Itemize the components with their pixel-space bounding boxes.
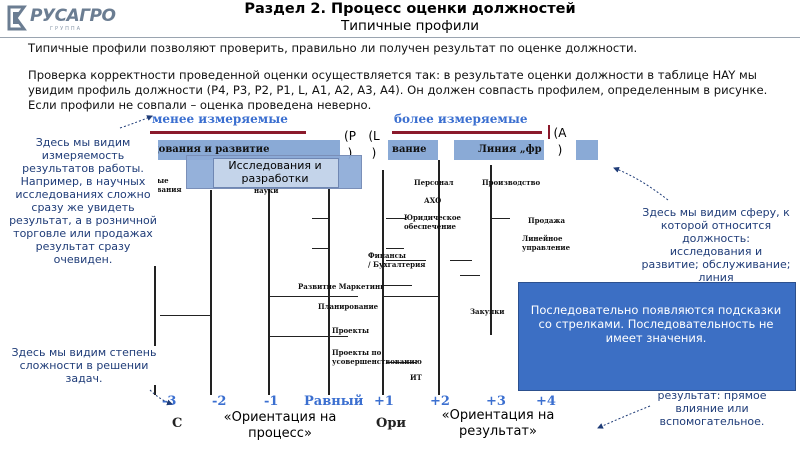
logo: РУСАГРО ГРУППА — [2, 2, 116, 36]
left-note-measurability: Здесь мы видим измеряемость результатов … — [8, 136, 158, 266]
axis-label-plus4: +4 — [536, 394, 556, 409]
tick — [386, 260, 426, 261]
tick — [312, 248, 330, 249]
label-personnel: Персонал — [414, 178, 454, 187]
research-tooltip: Исследования и разработки — [186, 155, 362, 189]
arrow-to-sphere — [613, 166, 669, 201]
more-measurable-bar — [392, 131, 542, 134]
label-planning: Планирование — [318, 302, 379, 311]
line-band — [454, 140, 544, 160]
vertical-guide — [382, 170, 384, 395]
right-note-result: результат: прямое влияние или вспомогате… — [638, 389, 786, 428]
label-science: науки — [254, 186, 279, 195]
vertical-guide — [210, 190, 212, 395]
tick — [386, 248, 404, 249]
label-production: Производство — [482, 178, 541, 187]
orientation-process-label: «Ориентация на процесс» — [206, 410, 354, 442]
axis-label-plus2: +2 — [430, 394, 450, 409]
axis-label-plus1: +1 — [374, 394, 394, 409]
axis-label-minus2: -2 — [212, 394, 227, 409]
logo-subtext: ГРУППА — [50, 26, 83, 32]
logo-text: РУСАГРО — [30, 6, 116, 26]
label-projects: Проекты — [332, 326, 370, 335]
rusagro-logo-icon — [7, 5, 27, 31]
tick — [160, 315, 210, 316]
service-band — [388, 140, 438, 160]
right-note-sphere: Здесь мы видим сферу, к которой относитс… — [640, 206, 792, 284]
header-divider — [0, 37, 800, 38]
vertical-guide — [154, 165, 156, 395]
orientation-result-label: «Ориентация на результат» — [426, 408, 570, 440]
band-end-block — [576, 140, 598, 160]
profile-l-marker: (L ) — [368, 129, 380, 160]
label-it: ИТ — [410, 373, 422, 382]
bar-end-marker — [548, 125, 550, 139]
vertical-guide — [328, 170, 330, 395]
vertical-guide — [268, 170, 270, 395]
research-band-label: дования и развитие — [152, 144, 270, 155]
axis-label-equal: Равный — [304, 394, 364, 409]
research-tooltip-text: Исследования и разработки — [228, 159, 322, 185]
label-sales: Продажа — [528, 216, 565, 225]
axis-label-plus3: +3 — [486, 394, 506, 409]
axis-label-minus1: -1 — [264, 394, 279, 409]
vertical-guide — [490, 165, 492, 335]
page-subtitle: Типичные профили — [340, 18, 480, 34]
intro-paragraph-1: Типичные профили позволяют проверить, пр… — [28, 41, 638, 55]
label-legal: Юридическое обеспечение — [404, 213, 461, 231]
left-note-complexity: Здесь мы видим степень сложности в решен… — [10, 346, 158, 385]
label-bank: ные ования — [152, 176, 182, 194]
tick — [312, 218, 328, 219]
service-band-label: вание — [392, 144, 427, 155]
page-title: Раздел 2. Процесс оценки должностей — [244, 1, 576, 17]
label-aho: АХО — [424, 196, 442, 205]
vertical-guide — [438, 160, 440, 395]
tick — [490, 218, 510, 219]
label-improvement-projects: Проекты по усовершенствованию — [332, 348, 422, 366]
intro-paragraph-2: Проверка корректности проведенной оценки… — [28, 68, 768, 112]
label-marketing: Развитие Маркетинг — [298, 282, 385, 291]
tick — [382, 285, 412, 286]
line-band-label: Линия „фр — [478, 144, 542, 155]
profile-a-marker: (A ) — [553, 126, 567, 157]
less-measurable-bar — [150, 131, 306, 134]
arrow-to-measurability — [119, 115, 153, 129]
tick — [268, 296, 358, 297]
tick — [382, 296, 438, 297]
label-line-management: Линейное управление — [522, 234, 571, 252]
tick — [386, 362, 416, 363]
hint-box — [518, 282, 796, 391]
tick — [450, 260, 472, 261]
tick — [386, 218, 406, 219]
hint-text: Последовательно появляются подсказки со … — [530, 303, 782, 345]
tick — [460, 275, 480, 276]
profile-p-marker: (P ) — [344, 129, 356, 160]
axis-bottom-mid: Ори — [376, 416, 407, 431]
axis-label-minus3: -3 — [162, 394, 177, 409]
axis-bottom-left: С — [172, 416, 183, 431]
tick — [268, 336, 348, 337]
label-purchases: Закупки — [470, 307, 505, 316]
profile-diagram: менее измеряемые более измеряемые (P ) (… — [150, 110, 600, 449]
label-finance: Финансы / Бухгалтерия — [368, 251, 426, 269]
more-measurable-label: более измеряемые — [394, 112, 528, 126]
less-measurable-label: менее измеряемые — [152, 112, 288, 126]
